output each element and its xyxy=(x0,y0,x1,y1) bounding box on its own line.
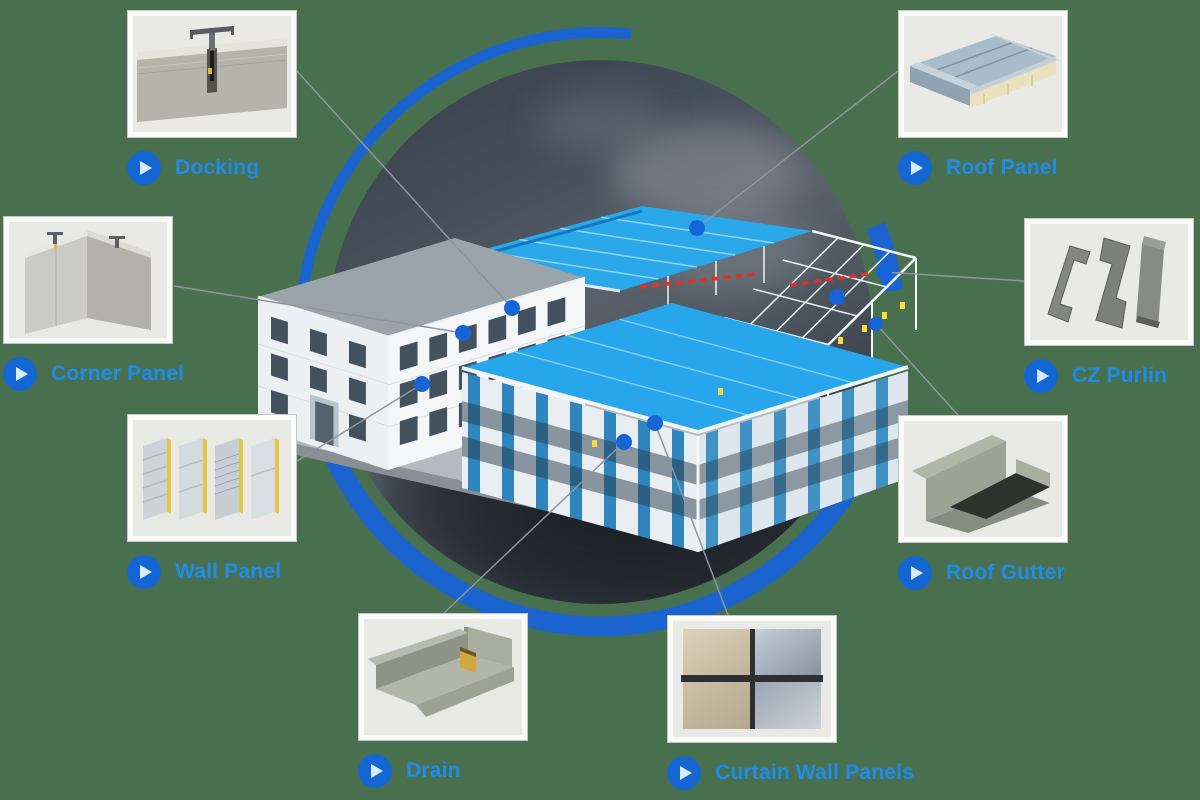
cz-purlin-image xyxy=(1030,224,1188,340)
play-icon[interactable] xyxy=(898,151,932,185)
play-triangle xyxy=(911,161,923,175)
drain-image xyxy=(364,619,522,735)
play-triangle xyxy=(371,764,383,778)
corner-panel-thumbnail[interactable] xyxy=(3,216,173,344)
play-triangle xyxy=(1037,369,1049,383)
wall-panel-thumbnail[interactable] xyxy=(127,414,297,542)
play-icon[interactable] xyxy=(667,756,701,790)
component-card-roof-gutter[interactable]: Roof Gutter xyxy=(898,415,1068,590)
cloud-highlight xyxy=(654,206,815,292)
photo-circle-background xyxy=(328,60,872,604)
component-label[interactable]: Wall Panel xyxy=(175,560,282,583)
play-triangle xyxy=(16,367,28,381)
component-card-corner-panel[interactable]: Corner Panel xyxy=(3,216,184,391)
component-card-wall-panel[interactable]: Wall Panel xyxy=(127,414,297,589)
play-triangle xyxy=(140,565,152,579)
component-card-drain[interactable]: Drain xyxy=(358,613,528,788)
component-card-cz-purlin[interactable]: CZ Purlin xyxy=(1024,218,1194,393)
cloud-highlight xyxy=(534,92,665,153)
component-label[interactable]: Roof Gutter xyxy=(946,561,1065,584)
roof-panel-thumbnail[interactable] xyxy=(898,10,1068,138)
ground-shadow xyxy=(382,375,818,604)
play-triangle xyxy=(140,161,152,175)
docking-thumbnail[interactable] xyxy=(127,10,297,138)
connector-roof-gutter xyxy=(875,323,959,416)
component-card-curtain-wall-panels[interactable]: Curtain Wall Panels xyxy=(667,615,914,790)
component-card-roof-panel[interactable]: Roof Panel xyxy=(898,10,1068,185)
curtain-wall-image xyxy=(673,621,831,737)
play-icon[interactable] xyxy=(1024,359,1058,393)
component-label[interactable]: Drain xyxy=(406,759,461,782)
component-label[interactable]: Corner Panel xyxy=(51,362,185,385)
play-icon[interactable] xyxy=(898,556,932,590)
docking-image xyxy=(133,16,291,132)
play-triangle xyxy=(911,566,923,580)
roof-gutter-thumbnail[interactable] xyxy=(898,415,1068,543)
cz-purlin-thumbnail[interactable] xyxy=(1024,218,1194,346)
drain-thumbnail[interactable] xyxy=(358,613,528,741)
component-label[interactable]: CZ Purlin xyxy=(1072,364,1168,387)
roof-gutter-image xyxy=(904,421,1062,537)
arc-segment-right xyxy=(866,222,903,293)
component-card-docking[interactable]: Docking xyxy=(127,10,297,185)
play-icon[interactable] xyxy=(127,555,161,589)
curtain-wall-thumbnail[interactable] xyxy=(667,615,837,743)
play-icon[interactable] xyxy=(127,151,161,185)
play-icon[interactable] xyxy=(3,357,37,391)
connector-cz-purlin xyxy=(883,271,1025,282)
component-label[interactable]: Docking xyxy=(175,156,260,179)
wall-panel-image xyxy=(133,420,291,536)
play-icon[interactable] xyxy=(358,754,392,788)
play-triangle xyxy=(680,766,692,780)
component-label[interactable]: Curtain Wall Panels xyxy=(715,761,915,784)
component-label[interactable]: Roof Panel xyxy=(946,156,1058,179)
roof-panel-image xyxy=(904,16,1062,132)
corner-panel-image xyxy=(9,222,167,338)
